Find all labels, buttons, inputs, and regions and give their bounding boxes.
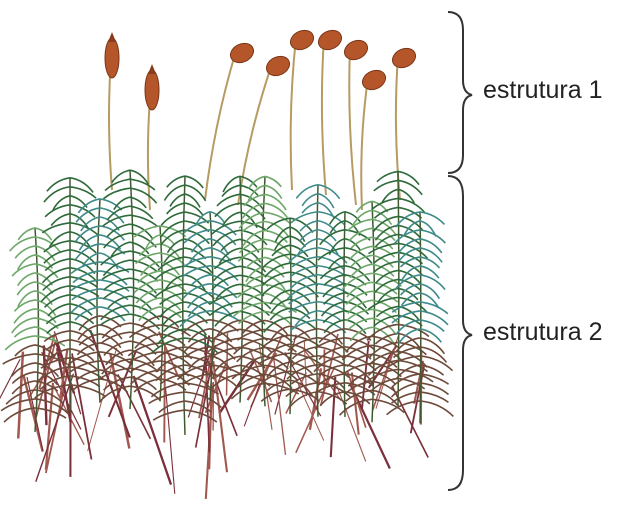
moss-leaf (5, 336, 35, 350)
moss-leaf (377, 171, 398, 181)
sporophyte-capsule (315, 27, 344, 53)
moss-shoot-stem (183, 176, 185, 435)
moss-leaf (219, 248, 240, 263)
bracket-estrutura-1 (448, 12, 472, 173)
moss-leaf (10, 237, 35, 251)
moss-shoot-stem (240, 176, 243, 402)
sporophyte-capsule (287, 27, 316, 53)
moss-shoot-stem (97, 199, 100, 403)
moss-leaf (35, 264, 58, 278)
moss-leaf (420, 329, 441, 342)
moss-leaf (212, 221, 240, 234)
moss-leaf (111, 242, 130, 256)
moss-leaf (401, 266, 420, 281)
moss-leaf (261, 389, 290, 401)
sporophyte-stalk (322, 38, 326, 195)
moss-leaf (17, 282, 35, 295)
moss-leaf (345, 212, 360, 222)
moss-leaf (18, 291, 35, 307)
moss-leaf (420, 275, 445, 290)
moss-shoot-stem (35, 228, 38, 432)
moss-leaf (14, 327, 35, 337)
sporophyte-capsule (389, 45, 418, 71)
moss-leaf (103, 188, 130, 198)
moss-leaf (420, 266, 439, 278)
sporophyte-stalk (349, 48, 356, 205)
moss-leaf (372, 390, 398, 406)
moss-leaf (420, 239, 442, 253)
moss-leaf (420, 311, 448, 325)
moss-leaf (398, 270, 420, 283)
moss-leaf (420, 401, 453, 417)
moss-leaf (130, 170, 148, 184)
moss-leaf (296, 185, 318, 199)
moss-shoot-stem (344, 212, 345, 417)
moss-leaf (420, 356, 453, 371)
moss-leaf (318, 320, 346, 333)
moss-leaf (243, 230, 265, 246)
moss-leaf (223, 176, 240, 192)
moss-leaf (398, 198, 424, 212)
sporophyte-capsule (105, 38, 119, 78)
moss-leaf (213, 230, 240, 245)
moss-leaf (318, 329, 342, 345)
capsule-cap (108, 32, 116, 42)
moss-leaf (53, 196, 70, 210)
moss-leaf (139, 307, 160, 321)
moss-leaf (420, 347, 446, 362)
moss-leaf (185, 230, 209, 244)
sporophyte-stalk (205, 51, 236, 200)
curly-brace-brackets (448, 12, 472, 490)
moss-leaf (35, 246, 55, 261)
rhizoid (164, 344, 165, 443)
moss-shoot-stem (290, 218, 291, 414)
sporophyte-capsule (341, 37, 370, 63)
moss-leaf (398, 171, 419, 184)
moss-leaf (145, 235, 160, 250)
sporophyte-capsule (359, 67, 388, 93)
moss-leaf (398, 261, 422, 275)
moss-leaf (130, 188, 157, 203)
moss-leaf (398, 216, 423, 230)
sporophyte-capsule (145, 70, 159, 110)
moss-leaf (353, 210, 372, 225)
moss-leaf (18, 255, 35, 270)
moss-shoot-stem (316, 185, 318, 417)
moss-leaf (100, 226, 124, 240)
label-estrutura-2: estrutura 2 (483, 318, 603, 347)
sporophyte-stalk (361, 78, 368, 210)
moss-leaf (42, 223, 70, 233)
moss-leaf (420, 374, 449, 384)
moss-leaf (398, 180, 422, 194)
moss-leaf (318, 185, 340, 199)
capsule-cap (148, 64, 156, 74)
moss-leaf (18, 273, 35, 286)
label-estrutura-1: estrutura 1 (483, 76, 603, 105)
moss-leaf (153, 410, 185, 420)
moss-leaf (161, 212, 185, 225)
moss-leaf (391, 374, 420, 388)
rhizoid (36, 374, 74, 482)
bracket-estrutura-2 (448, 176, 472, 490)
moss-leaf (70, 232, 90, 248)
sporophyte-stalk (291, 38, 296, 190)
moss-leaf (160, 244, 181, 260)
